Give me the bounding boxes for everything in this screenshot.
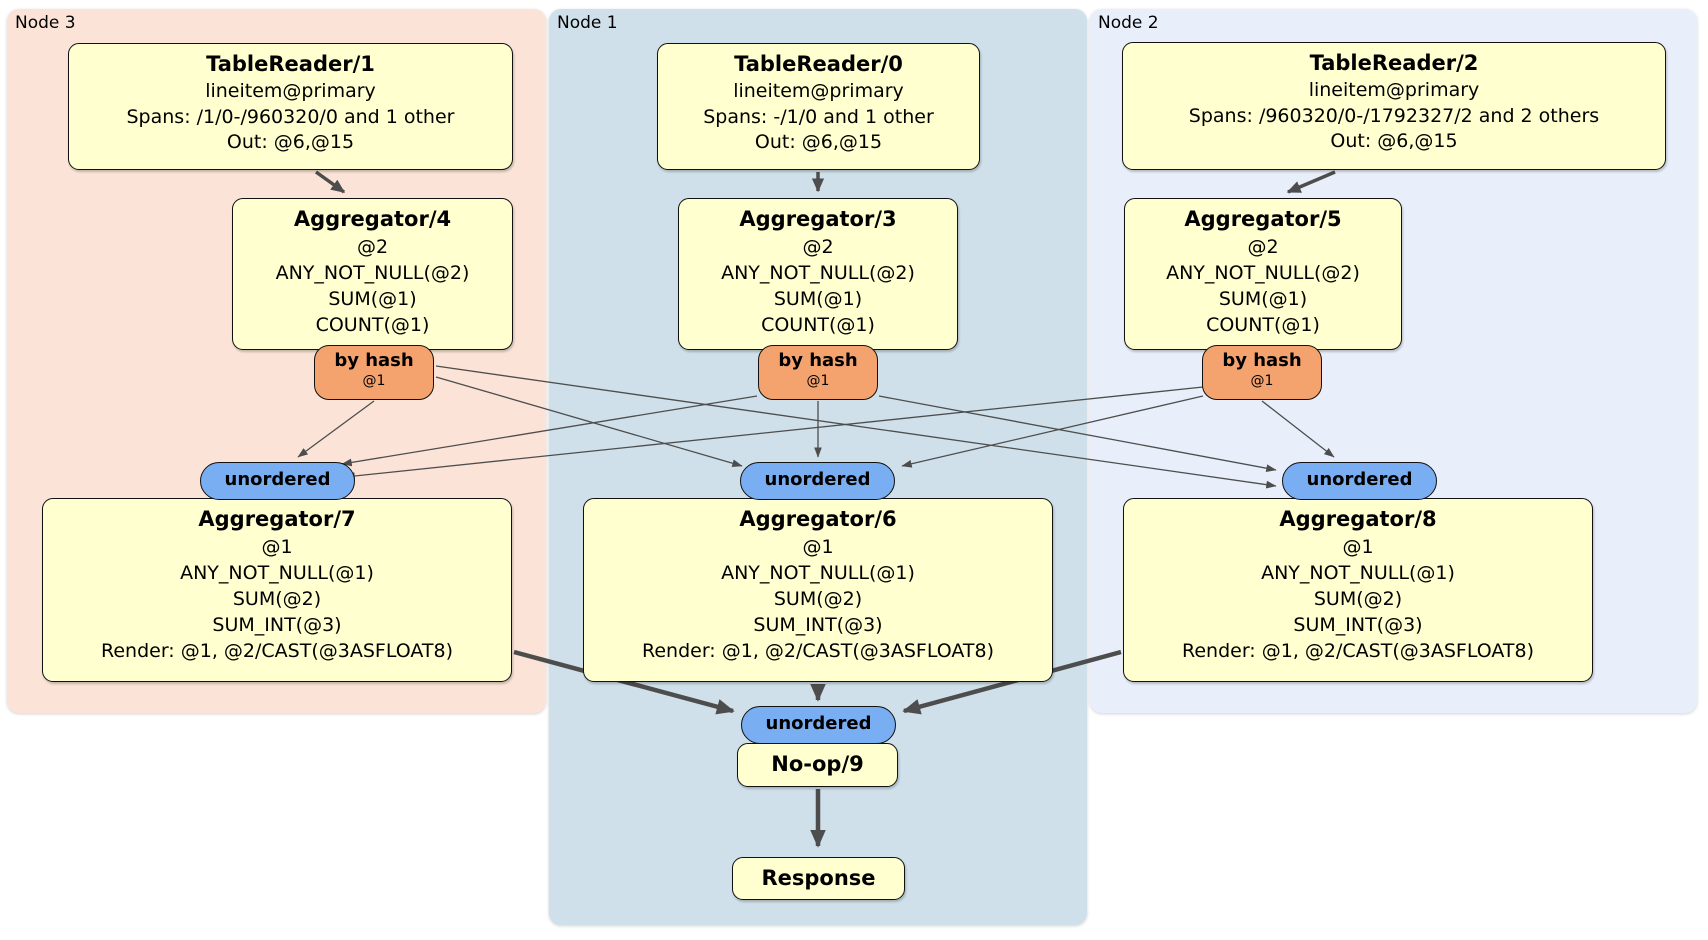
- processor-aggregator-8: Aggregator/8 @1 ANY_NOT_NULL(@1) SUM(@2)…: [1123, 498, 1593, 682]
- processor-noop-9: No-op/9: [737, 743, 898, 787]
- processor-detail: Out: @6,@15: [1330, 130, 1458, 152]
- router-column: @1: [806, 373, 830, 389]
- unordered-sync-node2: unordered: [1282, 462, 1437, 500]
- processor-tablereader-1: TableReader/1 lineitem@primary Spans: /1…: [68, 43, 513, 170]
- processor-aggregator-7: Aggregator/7 @1 ANY_NOT_NULL(@1) SUM(@2)…: [42, 498, 512, 682]
- processor-detail: Out: @6,@15: [226, 131, 355, 153]
- unordered-sync-final: unordered: [741, 706, 896, 744]
- processor-detail: lineitem@primary: [205, 80, 376, 102]
- processor-aggregator-6: Aggregator/6 @1 ANY_NOT_NULL(@1) SUM(@2)…: [583, 498, 1053, 682]
- router-label: by hash: [1222, 350, 1302, 371]
- processor-detail: SUM_INT(@3): [212, 614, 342, 636]
- processor-detail: SUM_INT(@3): [753, 614, 883, 636]
- processor-tablereader-0: TableReader/0 lineitem@primary Spans: -/…: [657, 43, 980, 170]
- processor-detail: ANY_NOT_NULL(@2): [721, 262, 915, 284]
- processor-detail: @2: [1247, 236, 1279, 258]
- processor-detail: Spans: -/1/0 and 1 other: [703, 105, 934, 128]
- processor-detail: SUM(@1): [1218, 288, 1308, 310]
- processor-detail: ANY_NOT_NULL(@1): [721, 562, 915, 584]
- processor-detail: Spans: /1/0-/960320/0 and 1 other: [126, 105, 455, 128]
- processor-detail: COUNT(@1): [1206, 314, 1320, 336]
- node2-label: Node 2: [1098, 13, 1159, 33]
- processor-detail: @2: [802, 236, 834, 258]
- processor-detail: lineitem@primary: [733, 80, 904, 102]
- processor-detail: ANY_NOT_NULL(@1): [1261, 562, 1455, 584]
- unordered-sync-node3: unordered: [200, 462, 355, 500]
- processor-detail: ANY_NOT_NULL(@1): [180, 562, 374, 584]
- processor-detail: COUNT(@1): [315, 314, 430, 336]
- node1-label: Node 1: [557, 13, 618, 33]
- router-label: by hash: [778, 350, 858, 371]
- processor-title: Aggregator/5: [1184, 207, 1342, 231]
- processor-title: Aggregator/8: [1279, 507, 1437, 531]
- processor-detail: SUM(@2): [773, 588, 863, 610]
- processor-title: Aggregator/6: [739, 507, 897, 531]
- hash-router-node2: by hash @1: [1202, 345, 1322, 400]
- processor-detail: Spans: /960320/0-/1792327/2 and 2 others: [1188, 104, 1600, 127]
- processor-title: Aggregator/7: [198, 507, 356, 531]
- processor-tablereader-2: TableReader/2 lineitem@primary Spans: /9…: [1122, 42, 1666, 170]
- processor-detail: @1: [261, 536, 293, 558]
- processor-detail: @1: [802, 536, 834, 558]
- processor-detail: ANY_NOT_NULL(@2): [275, 262, 470, 284]
- processor-title: Aggregator/4: [293, 207, 452, 231]
- processor-detail: Render: @1, @2/CAST(@3ASFLOAT8): [1182, 640, 1534, 662]
- node3-label: Node 3: [15, 13, 76, 33]
- processor-detail: @1: [1342, 536, 1374, 558]
- processor-detail: SUM(@2): [1313, 588, 1403, 610]
- processor-detail: SUM(@2): [232, 588, 322, 610]
- processor-title: Aggregator/3: [739, 207, 897, 231]
- processor-detail: Render: @1, @2/CAST(@3ASFLOAT8): [101, 640, 453, 662]
- hash-router-node3: by hash @1: [314, 345, 434, 400]
- processor-title: Response: [761, 866, 876, 890]
- processor-detail: COUNT(@1): [761, 314, 875, 336]
- processor-detail: SUM_INT(@3): [1293, 614, 1423, 636]
- response-box: Response: [732, 857, 905, 900]
- processor-detail: @2: [356, 236, 389, 258]
- processor-detail: SUM(@1): [773, 288, 863, 310]
- router-label: by hash: [334, 350, 414, 371]
- hash-router-node1: by hash @1: [758, 345, 878, 400]
- processor-aggregator-5: Aggregator/5 @2 ANY_NOT_NULL(@2) SUM(@1)…: [1124, 198, 1402, 350]
- processor-title: TableReader/2: [1309, 51, 1479, 75]
- processor-aggregator-4: Aggregator/4 @2 ANY_NOT_NULL(@2) SUM(@1)…: [232, 198, 513, 350]
- processor-detail: lineitem@primary: [1308, 79, 1480, 101]
- processor-title: TableReader/0: [734, 52, 903, 76]
- processor-detail: ANY_NOT_NULL(@2): [1166, 262, 1360, 284]
- processor-aggregator-3: Aggregator/3 @2 ANY_NOT_NULL(@2) SUM(@1)…: [678, 198, 958, 350]
- processor-title: TableReader/1: [206, 52, 375, 76]
- unordered-sync-node1: unordered: [740, 462, 895, 500]
- router-column: @1: [1250, 373, 1274, 389]
- processor-detail: Out: @6,@15: [754, 131, 883, 153]
- processor-title: No-op/9: [771, 752, 864, 776]
- processor-detail: Render: @1, @2/CAST(@3ASFLOAT8): [642, 640, 994, 662]
- processor-detail: SUM(@1): [328, 288, 417, 310]
- router-column: @1: [362, 373, 386, 389]
